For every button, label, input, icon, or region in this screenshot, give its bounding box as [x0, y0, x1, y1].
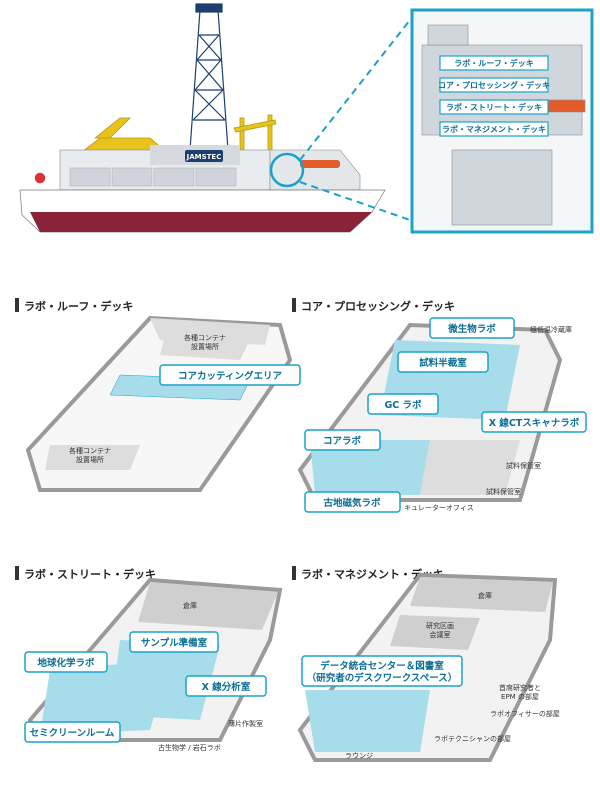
callout-gc-lab: GC ラボ: [384, 399, 422, 411]
panel-lab-street-deck: ラボ・ストリート・デッキ 倉庫 サンプル準備室 地球化学ラボ X 線分析室 セミ…: [15, 566, 283, 752]
ship-illustration: JAMSTEC ラボ・ルーフ・デッキ コア・プロセッシン: [19, 3, 594, 234]
brand-text: JAMSTEC: [186, 153, 222, 161]
roof-label-container-a2: 設置場所: [191, 342, 219, 351]
callout-data-center-sub: （研究者のデスクワークスペース）: [307, 672, 458, 684]
label-lab-tech: ラボテクニシャンの部屋: [434, 734, 511, 743]
deck-tag-roof: ラボ・ルーフ・デッキ: [454, 58, 534, 68]
label-research-1: 研究区画: [426, 621, 454, 630]
panel-roof-deck: ラボ・ルーフ・デッキ 各種コンテナ 設置場所 各種コンテナ 設置場所 コアカッテ…: [15, 298, 301, 492]
callout-xray-analysis: X 線分析室: [202, 681, 251, 693]
callout-paleomag: 古地磁気ラボ: [323, 497, 381, 509]
callout-geochem: 地球化学ラボ: [37, 657, 95, 669]
panel-title: コア・プロセッシング・デッキ: [301, 299, 455, 313]
panel-title: ラボ・ストリート・デッキ: [24, 567, 156, 581]
ship-hull: [30, 212, 372, 232]
callout-xray-ct: X 線CTスキャナラボ: [489, 417, 580, 429]
roof-label-container-b: 各種コンテナ: [69, 446, 111, 455]
label-chief-2: EPM の部屋: [501, 692, 539, 701]
panel-management-deck: ラボ・マネジメント・デッキ 倉庫 研究区画 会議室 データ統合センター＆図書室 …: [292, 566, 560, 762]
label-lounge: ラウンジ: [345, 752, 373, 760]
label-lab-officer: ラボオフィサーの部屋: [490, 709, 560, 718]
callout-microbio: 微生物ラボ: [447, 323, 496, 335]
drilling-derrick: [189, 3, 229, 151]
label-paleo-rock: 古生物学 / 岩石ラボ: [158, 743, 221, 752]
magnifier-circle: [269, 152, 305, 188]
label-thin-section: 薄片作製室: [228, 719, 263, 728]
label-curator: キュレーターオフィス: [404, 503, 474, 512]
label-freezer: 極低温冷蔵庫: [530, 325, 572, 334]
deck-tag-list: ラボ・ルーフ・デッキ コア・プロセッシング・デッキ ラボ・ストリート・デッキ ラ…: [438, 55, 550, 137]
callout-half-split: 試料半裁室: [419, 357, 467, 369]
panel-title: ラボ・マネジメント・デッキ: [301, 567, 444, 581]
callout-data-center: データ統合センター＆図書室: [320, 660, 444, 672]
label-warehouse: 倉庫: [478, 591, 492, 600]
callout-sample-prep: サンプル準備室: [141, 637, 208, 649]
jamstec-badge: [185, 150, 223, 162]
callout-core-lab: コアラボ: [323, 435, 362, 447]
deck-tag-management: ラボ・マネジメント・デッキ: [442, 124, 546, 134]
label-chief-1: 首席研究者と: [499, 683, 541, 692]
deck-tag-street: ラボ・ストリート・デッキ: [446, 102, 542, 112]
panel-core-processing-deck: コア・プロセッシング・デッキ 微生物ラボ 試料半裁室 GC ラボ X 線CTスキ…: [292, 298, 587, 513]
roof-label-container-b2: 設置場所: [76, 455, 104, 464]
deck-tag-core: コア・プロセッシング・デッキ: [438, 80, 550, 90]
panel-title: ラボ・ルーフ・デッキ: [24, 299, 133, 313]
label-warehouse: 倉庫: [183, 601, 197, 610]
label-storage-b: 試料保管室: [486, 487, 521, 496]
label-research-2: 会議室: [430, 630, 451, 639]
label-storage-a: 試料保管室: [506, 461, 541, 470]
roof-label-container-a: 各種コンテナ: [184, 333, 226, 342]
callout-core-cutting: コアカッティングエリア: [178, 370, 282, 382]
callout-semi-clean: セミクリーンルーム: [30, 728, 115, 739]
